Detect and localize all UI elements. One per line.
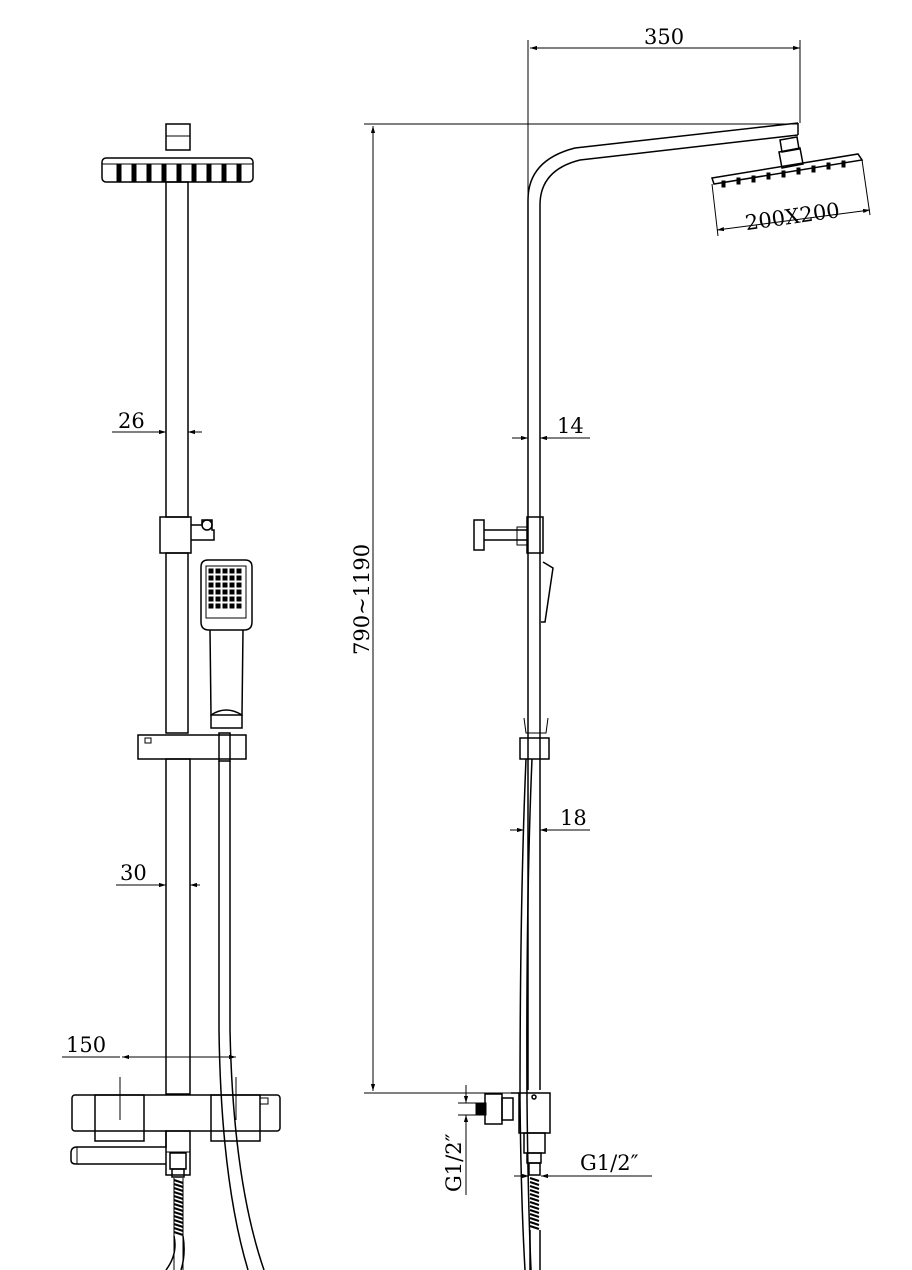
dim-label-18: 18 [560, 806, 587, 830]
dim-label-200x200: 200X200 [744, 198, 842, 235]
dim-side-pipe-top: 14 [512, 414, 590, 441]
dim-inlet-thread-right: G1/2″ [514, 1151, 652, 1179]
curved-arm-inner [539, 134, 799, 1090]
mixer-body-front [70, 1094, 281, 1270]
dim-rail-width-top: 26 [112, 409, 202, 435]
side-view: 350 200X200 14 18 790~1190 [350, 25, 871, 1270]
dim-label-30: 30 [120, 861, 147, 885]
head-connector [165, 123, 191, 151]
rain-head-front [101, 157, 254, 183]
rain-head-side [711, 136, 864, 188]
dim-side-pipe-bottom: 18 [510, 806, 590, 833]
side-knob [473, 519, 485, 551]
front-view: 26 30 150 [62, 123, 281, 1270]
hand-shower-front [200, 559, 253, 729]
curved-arm-outer [527, 122, 799, 1090]
dim-label-14: 14 [557, 414, 584, 438]
dim-rail-width-bottom: 30 [116, 861, 200, 888]
dim-label-150: 150 [66, 1033, 106, 1057]
dim-label-790-1190: 790~1190 [350, 544, 374, 655]
dim-label-g12-left: G1/2″ [442, 1133, 466, 1192]
dim-label-350: 350 [644, 25, 684, 49]
dim-label-26: 26 [118, 409, 145, 433]
dim-inlet-thread-left: G1/2″ [442, 1085, 476, 1195]
dim-arm-reach: 350 [527, 25, 801, 200]
mixer-body-side [475, 1092, 551, 1270]
adjust-bracket [159, 516, 192, 554]
hand-shower-side [541, 561, 554, 623]
dim-label-g12-right: G1/2″ [580, 1151, 639, 1175]
dim-mixer-centers: 150 [62, 1033, 237, 1120]
hand-shower-holder [137, 734, 247, 760]
lower-riser [165, 758, 191, 1095]
upper-riser [165, 181, 189, 518]
dim-height-range: 790~1190 [350, 123, 798, 1094]
holder-side [519, 737, 550, 760]
